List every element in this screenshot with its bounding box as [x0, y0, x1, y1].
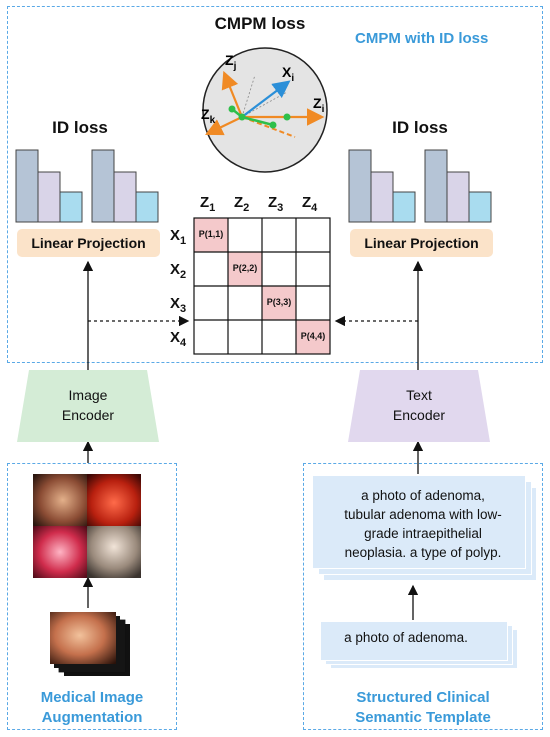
- left-linear-projection: Linear Projection: [17, 229, 160, 257]
- left-bar-chart-icon: [15, 149, 159, 223]
- cmpm-loss-title: CMPM loss: [214, 14, 306, 33]
- cmpm-vector-diagram: Zj Xi Zi Zk: [201, 47, 328, 173]
- matrix-col-z1: Z1: [200, 194, 216, 214]
- cmpm-with-id-loss-box: [7, 6, 543, 363]
- point-origin: [238, 113, 246, 121]
- text-encoder-shape: [348, 370, 490, 442]
- card-line-4: neoplasia. a type of polyp.: [344, 545, 502, 560]
- image-encoder-shape: [17, 370, 159, 442]
- matrix-col-z4: Z4: [302, 194, 318, 214]
- right-id-loss-title: ID loss: [392, 118, 448, 137]
- matrix-col-z3: Z3: [268, 194, 284, 214]
- card-line-3: grade intraepithelial: [364, 526, 482, 541]
- matrix-row-x1: X1: [170, 227, 187, 247]
- matrix-cell-p11: P(1,1): [198, 229, 224, 239]
- text-card-main: a photo of adenoma, tubular adenoma with…: [313, 476, 525, 568]
- image-augmentation-box: [7, 463, 177, 730]
- card-line-1: a photo of adenoma,: [361, 488, 485, 503]
- point-zi: [283, 113, 291, 121]
- matrix-row-x2: X2: [170, 261, 187, 281]
- template-card-text: a photo of adenoma.: [344, 630, 468, 645]
- matrix-row-x4: X4: [170, 329, 187, 349]
- point-xi: [269, 121, 277, 129]
- svg-text:Xi: Xi: [282, 64, 294, 84]
- template-card-main: a photo of adenoma.: [321, 622, 507, 660]
- cmpm-with-id-loss-label: CMPM with ID loss: [355, 30, 489, 47]
- point-zj: [228, 105, 236, 113]
- augmented-image-grid: [33, 474, 141, 578]
- svg-text:Zj: Zj: [225, 52, 237, 72]
- semantic-template-box: [303, 463, 543, 730]
- matrix-cell-p44: P(4,4): [300, 331, 326, 341]
- matrix-cell-p22: P(2,2): [232, 263, 258, 273]
- matrix-col-z2: Z2: [234, 194, 250, 214]
- right-linear-projection: Linear Projection: [350, 229, 493, 257]
- card-line-2: tubular adenoma with low-: [344, 507, 502, 522]
- right-bar-chart-icon: [348, 149, 492, 223]
- left-id-loss-title: ID loss: [52, 118, 108, 137]
- similarity-matrix: [193, 217, 331, 355]
- svg-text:Zk: Zk: [201, 106, 216, 126]
- svg-text:Zi: Zi: [313, 95, 325, 115]
- matrix-row-x3: X3: [170, 295, 187, 315]
- source-image-stack: [50, 612, 130, 676]
- matrix-cell-p33: P(3,3): [266, 297, 292, 307]
